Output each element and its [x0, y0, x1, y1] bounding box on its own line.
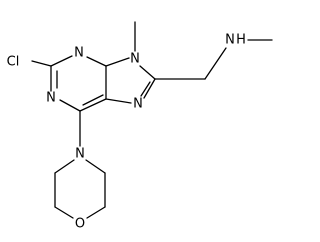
bond-n7-c5: [105, 98, 132, 104]
bond-morph-n-c-right: [85, 159, 106, 174]
atom-morpholine-o: O: [75, 217, 85, 232]
bond-c8-n7-inner: [140, 81, 151, 97]
bond-c4-n9: [105, 57, 130, 67]
atom-chlorine: Cl: [7, 55, 20, 70]
bond-morph-c-o-left: [54, 206, 74, 219]
bond-morph-c-o-right: [86, 206, 106, 219]
atom-n1: N: [46, 91, 56, 106]
bond-c8-n7: [143, 78, 156, 99]
molecule-drawing: Cl N N N N N H N O: [7, 21, 273, 232]
bond-cl-c2: [31, 60, 52, 67]
structure-canvas: Cl N N N N N H N O: [7, 21, 273, 232]
bond-n1-c6: [59, 99, 81, 112]
bond-n3-c4: [86, 56, 107, 67]
atom-n3: N: [74, 46, 84, 61]
atom-n7: N: [133, 97, 143, 112]
bond-c2-n3: [50, 55, 73, 67]
atom-amine-n: N: [225, 33, 235, 48]
bond-c6-c5: [79, 98, 107, 112]
bond-ch2-nh: [204, 47, 227, 80]
atom-amine-h: H: [236, 33, 246, 48]
bond-c6-c5-inner: [82, 94, 104, 106]
bonds: [31, 21, 273, 219]
atom-n9: N: [130, 52, 140, 67]
atom-morpholine-n: N: [75, 147, 85, 162]
bond-n9-c8: [139, 65, 156, 80]
atom-labels: Cl N N N N N H N O: [7, 33, 246, 232]
bond-morph-n-c-left: [54, 159, 75, 174]
